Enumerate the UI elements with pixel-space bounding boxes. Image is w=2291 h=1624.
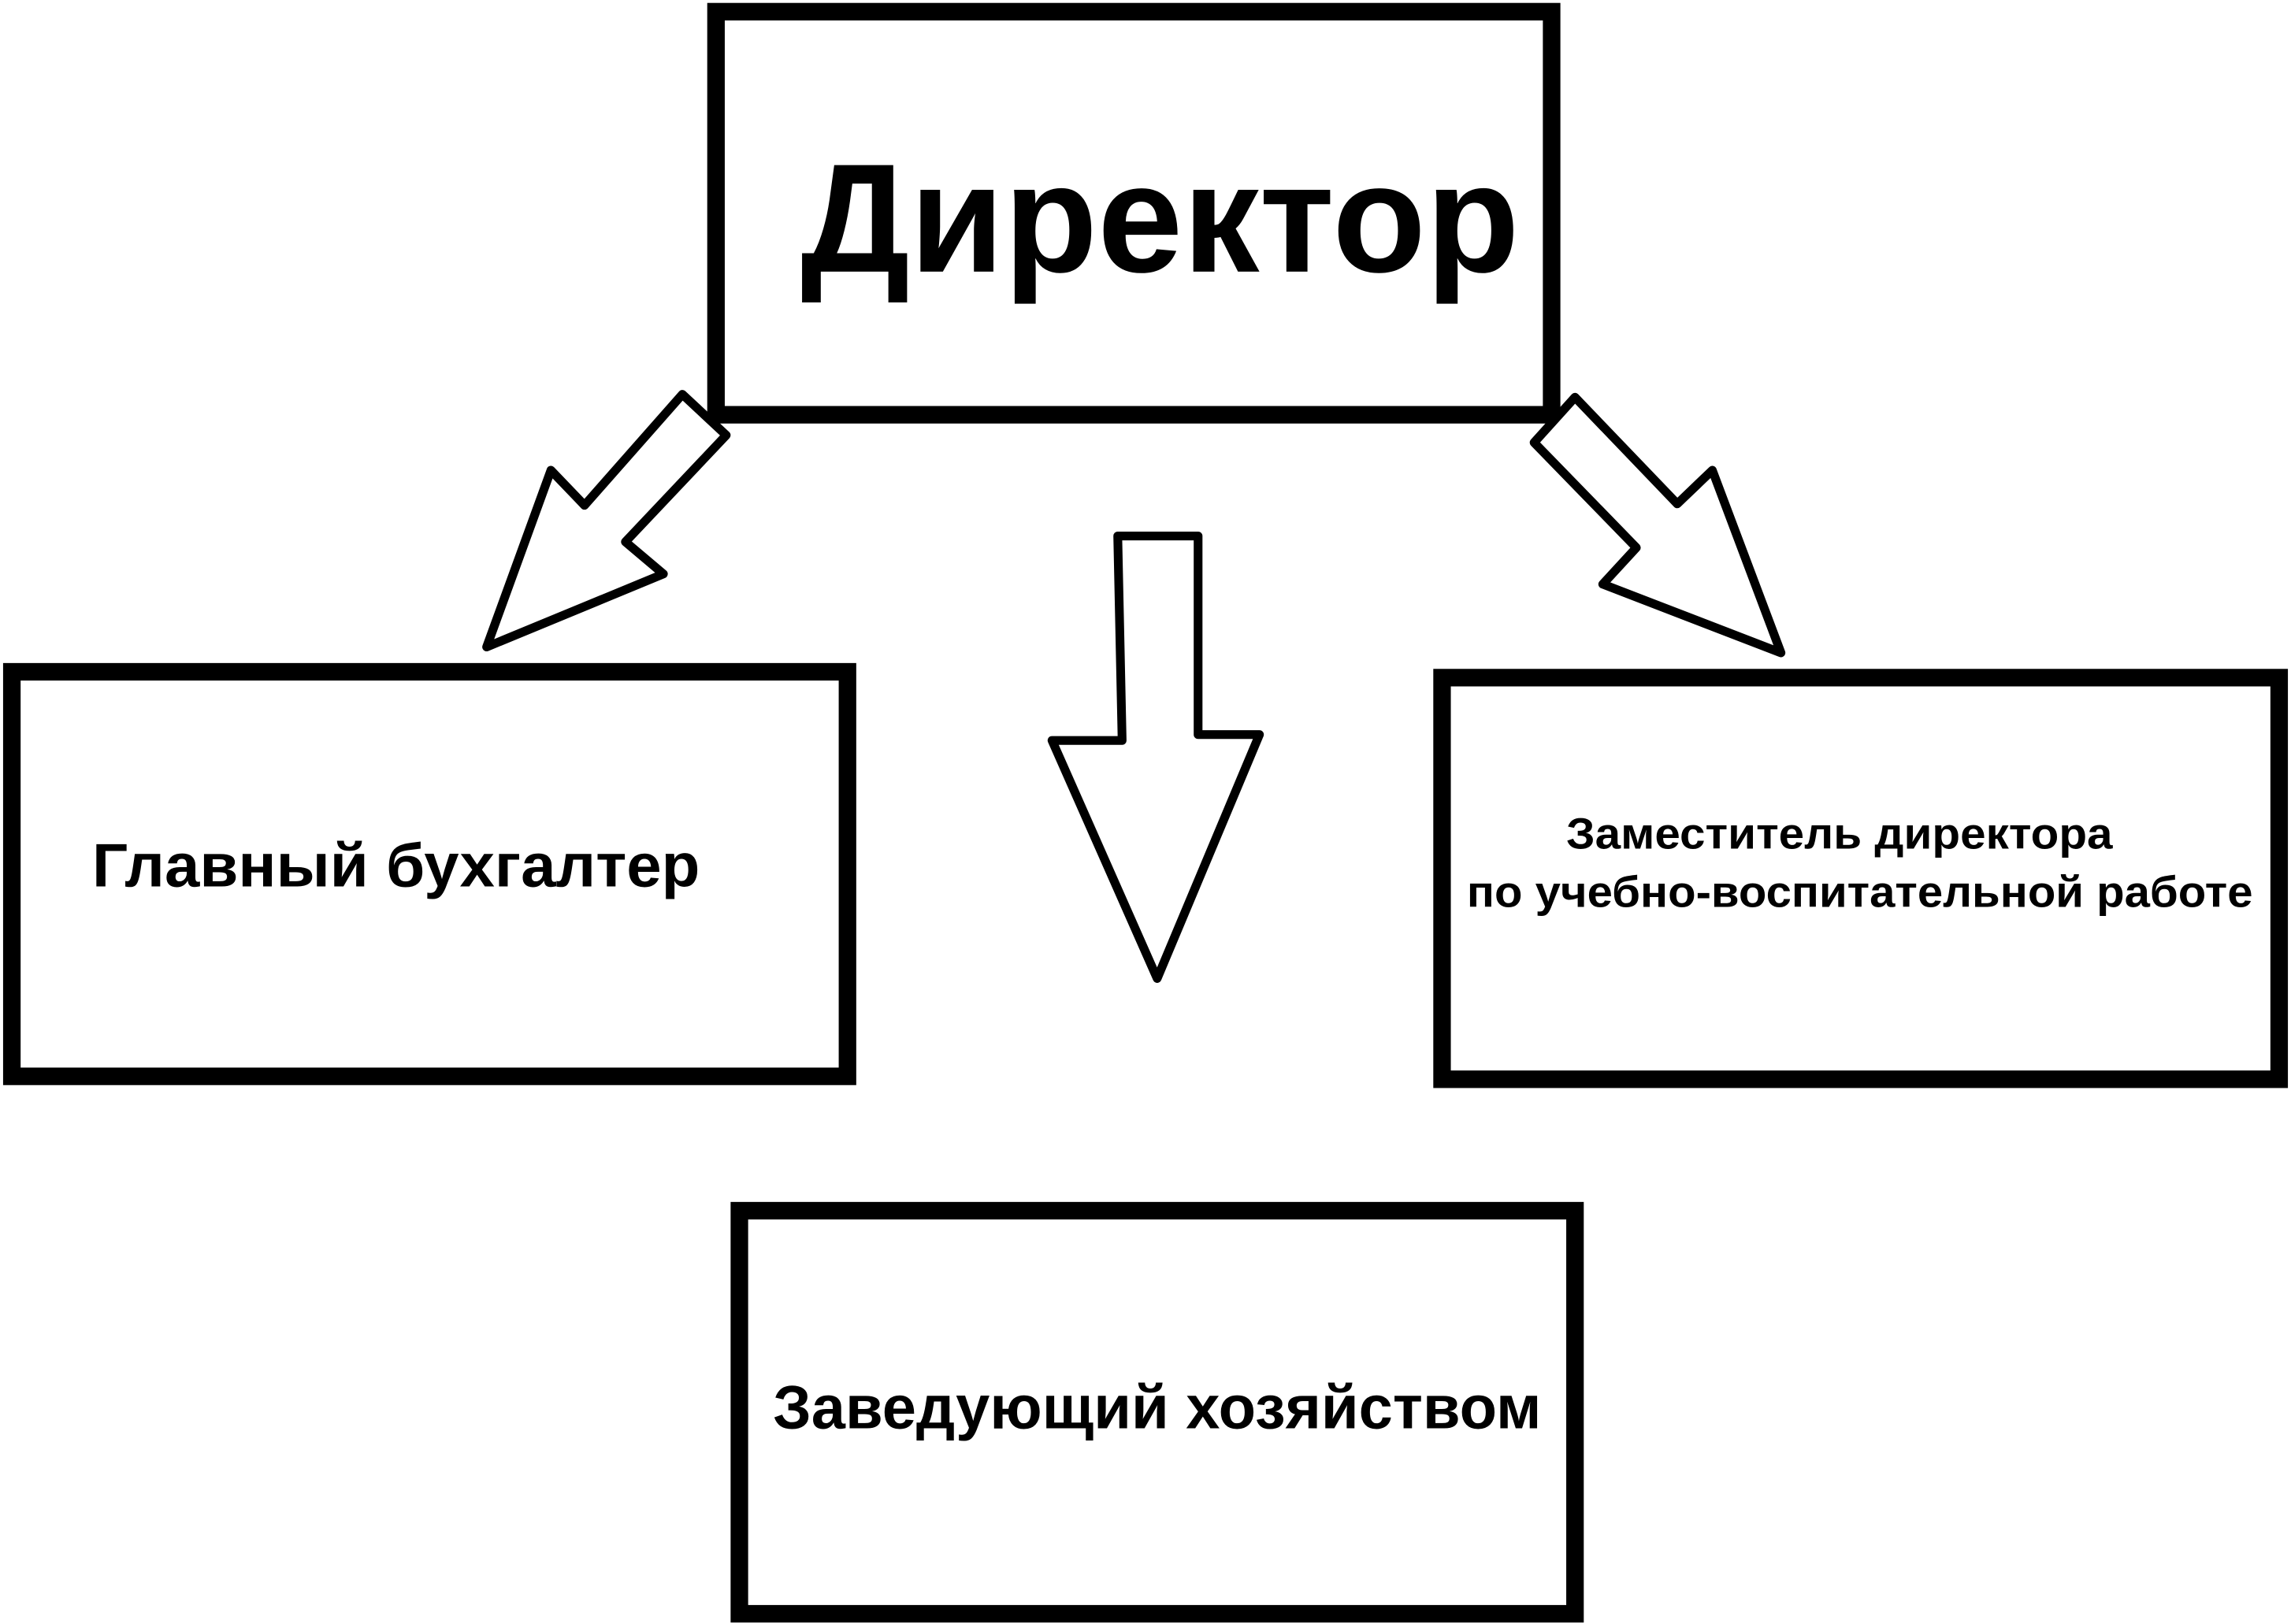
housekeeping-label: Заведующий хозяйством <box>773 1373 1541 1442</box>
arrow-to-housekeeping <box>1047 531 1264 983</box>
chief-accountant-label: Главный бухгалтер <box>92 831 700 900</box>
deputy-label-line2: по учебно-воспитательной работе <box>1467 868 2253 917</box>
arrow-to-deputy-director <box>1529 392 1786 658</box>
deputy-label-line1: Заместитель директора <box>1566 809 2114 858</box>
node-director: Директор <box>707 2 1561 424</box>
director-label: Директор <box>800 132 1519 305</box>
node-housekeeping: Заведующий хозяйством <box>730 1202 1584 1623</box>
arrow-to-chief-accountant <box>482 390 731 652</box>
node-deputy-director: Заместитель директора по учебно-воспитат… <box>1433 669 2289 1088</box>
node-chief-accountant: Главный бухгалтер <box>2 662 856 1085</box>
